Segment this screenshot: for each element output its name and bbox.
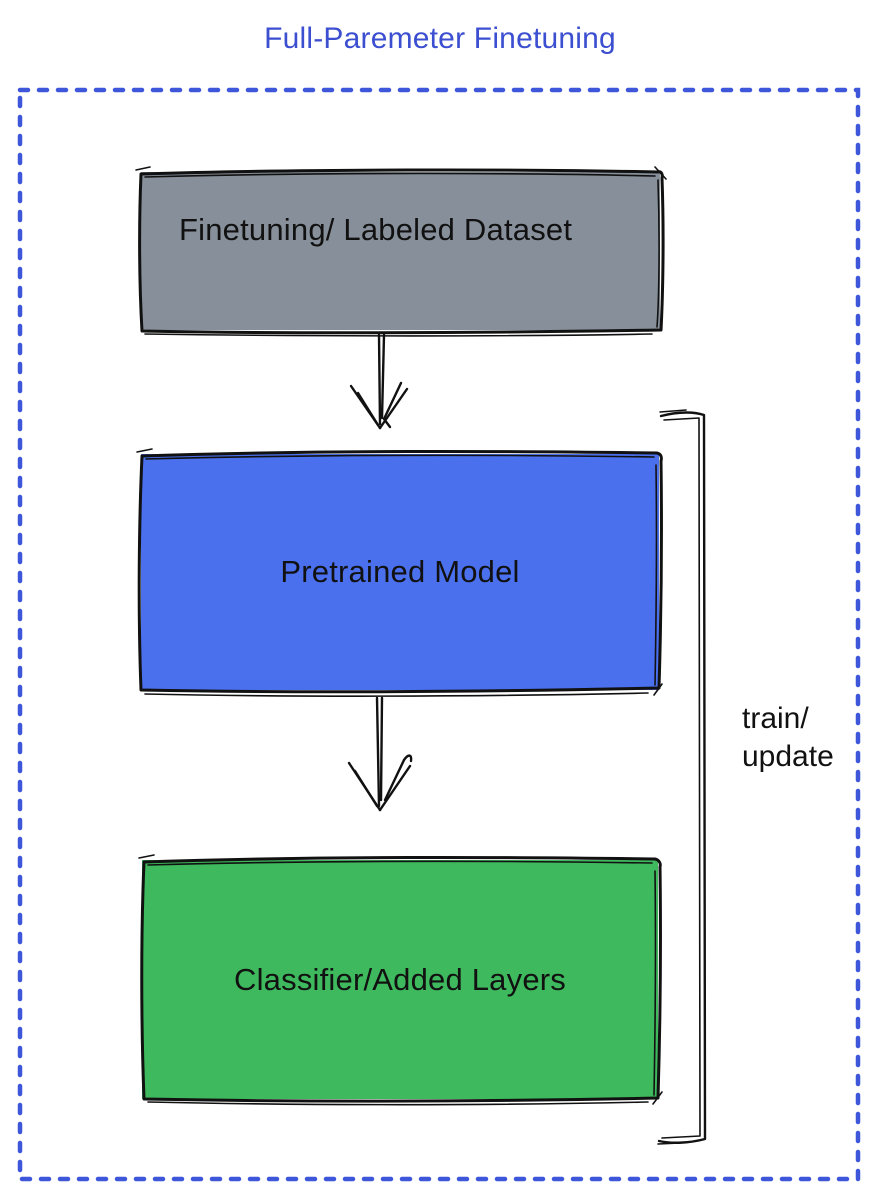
node-pretrained-model-label: Pretrained Model (280, 554, 520, 589)
node-pretrained-model: Pretrained Model (141, 454, 659, 690)
node-finetuning-dataset: Finetuning/ Labeled Dataset (141, 172, 660, 330)
node-finetuning-dataset-label: Finetuning/ Labeled Dataset (179, 212, 573, 247)
page-title: Full-Paremeter Finetuning (264, 22, 616, 55)
node-classifier-added-layers: Classifier/Added Layers (142, 860, 658, 1099)
arrow-dataset-to-pretrained (349, 333, 409, 430)
node-classifier-added-layers-label: Classifier/Added Layers (234, 961, 566, 997)
train-update-bracket (657, 409, 707, 1145)
arrow-pretrained-to-classifier (347, 696, 413, 812)
train-update-label: train/ update (742, 702, 834, 773)
